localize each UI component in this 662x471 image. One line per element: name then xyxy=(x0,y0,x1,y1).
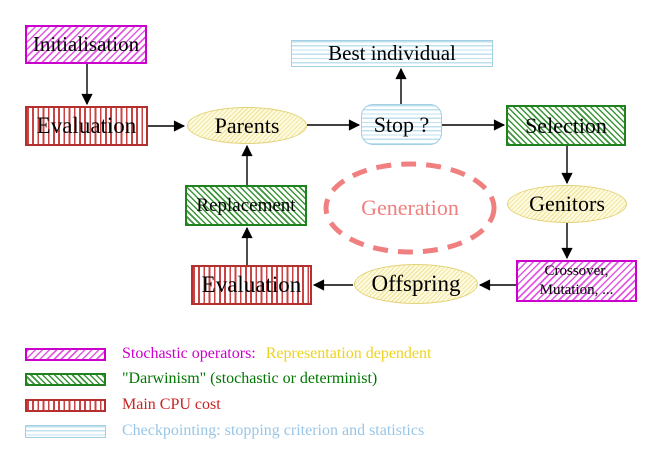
node-stop: Stop ? xyxy=(361,104,442,145)
green-hatch-swatch xyxy=(25,372,106,386)
legend-row-stochastic: Stochastic operators: Representation dep… xyxy=(25,345,431,363)
red-stripes-swatch xyxy=(25,398,106,412)
legend-row-darwinism: "Darwinism" (stochastic or determinist) xyxy=(25,370,377,388)
crossover-line2: Mutation, ... xyxy=(539,282,614,298)
generation-label: Generation xyxy=(361,195,459,220)
node-parents: Parents xyxy=(187,107,307,144)
legend-label-darwinism: "Darwinism" (stochastic or determinist) xyxy=(122,370,378,387)
node-genitors: Genitors xyxy=(507,185,627,223)
legend-row-checkpointing: Checkpointing: stopping criterion and st… xyxy=(25,422,424,440)
legend-row-cpu-cost: Main CPU cost xyxy=(25,396,221,414)
crossover-line1: Crossover, xyxy=(544,263,609,279)
node-initialisation: Initialisation xyxy=(25,25,147,64)
node-crossover-mutation: Crossover, Mutation, ... xyxy=(516,260,637,302)
node-evaluation-top: Evaluation xyxy=(25,106,148,146)
node-evaluation-bottom: Evaluation xyxy=(191,265,312,305)
magenta-hatch-swatch xyxy=(25,347,106,361)
cyan-stripes-swatch xyxy=(25,424,106,438)
legend-label-stochastic: Stochastic operators: xyxy=(122,345,256,362)
node-offspring: Offspring xyxy=(354,264,478,304)
legend-label-representation: Representation dependent xyxy=(265,345,432,362)
node-selection: Selection xyxy=(506,105,626,146)
node-replacement: Replacement xyxy=(185,185,307,226)
legend-label-cpu-cost: Main CPU cost xyxy=(122,396,221,413)
legend-label-checkpointing: Checkpointing: stopping criterion and st… xyxy=(122,422,425,439)
node-best-individual: Best individual xyxy=(291,40,493,67)
